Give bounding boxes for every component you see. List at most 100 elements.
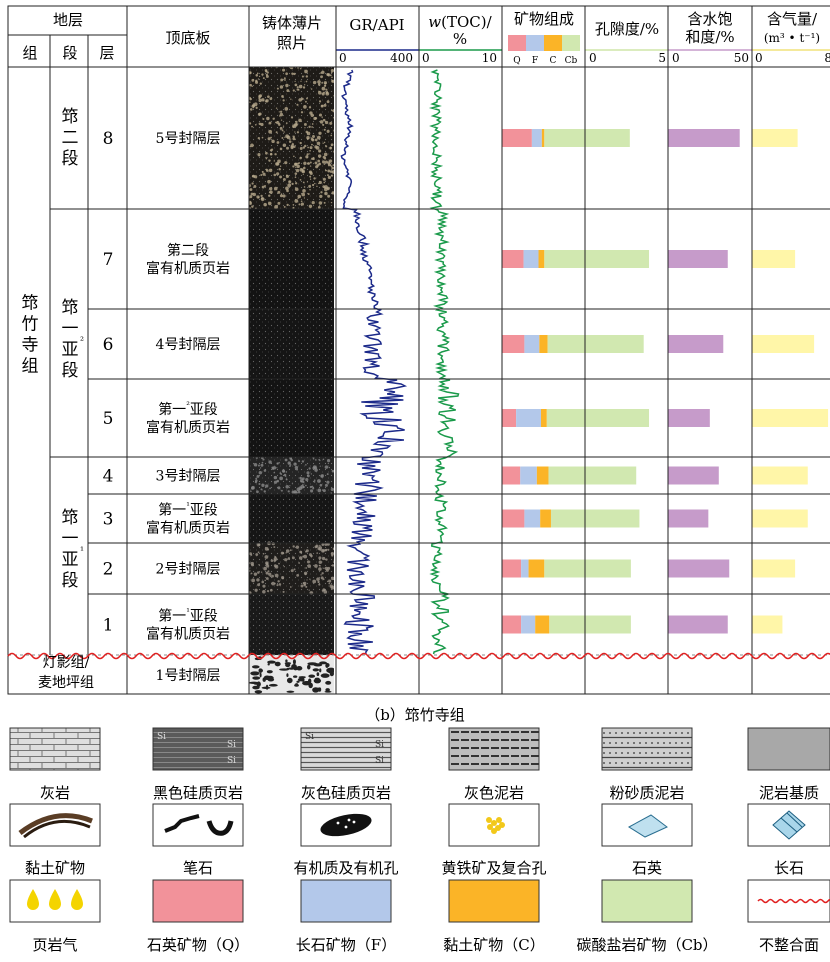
photo-grain bbox=[333, 578, 334, 581]
base-photo-grain bbox=[286, 690, 295, 693]
header-group: 组 bbox=[22, 44, 37, 62]
mineral-bar-segment bbox=[546, 409, 585, 427]
legend-label: 长石 bbox=[774, 859, 804, 877]
mineral-bar-segment bbox=[536, 466, 549, 485]
photo-grain bbox=[292, 204, 295, 206]
por-scale-max: 5 bbox=[658, 51, 666, 65]
photo-grain bbox=[255, 553, 259, 556]
mineral-bar-segment bbox=[541, 409, 547, 427]
photo-grain bbox=[251, 578, 256, 583]
base-photo-grain bbox=[308, 682, 313, 689]
photo-grain bbox=[278, 115, 281, 117]
layer-description: 3号封隔层 bbox=[156, 469, 221, 485]
photo-grain bbox=[321, 556, 326, 561]
photo-grain bbox=[290, 98, 292, 100]
photo-grain bbox=[251, 78, 255, 82]
photo-grain bbox=[286, 189, 289, 193]
layer-description: 5号封隔层 bbox=[156, 131, 221, 147]
photo-grain bbox=[333, 583, 334, 585]
mineral-bar-segment bbox=[520, 466, 537, 485]
photo-grain bbox=[260, 194, 263, 197]
mineral-bar-segment bbox=[540, 509, 551, 528]
photo-grain bbox=[274, 186, 278, 191]
photo-grain bbox=[306, 560, 311, 564]
photo-grain bbox=[321, 70, 325, 74]
photo-grain bbox=[327, 174, 329, 177]
photo-grain bbox=[297, 194, 302, 199]
base-photo-grain bbox=[265, 684, 269, 690]
base-photo-grain bbox=[267, 660, 276, 664]
photo-grain bbox=[276, 141, 280, 144]
legend-label: 有机质及有机孔 bbox=[293, 859, 398, 877]
mineral-bar-segment bbox=[523, 250, 539, 268]
photo-grain bbox=[308, 170, 313, 174]
photo-grain bbox=[280, 551, 284, 555]
photo-grain bbox=[331, 564, 334, 567]
base-photo-grain bbox=[286, 673, 289, 678]
photo-grain bbox=[303, 581, 307, 586]
photo-grain bbox=[270, 148, 274, 151]
photo-grain bbox=[274, 121, 277, 124]
photo-grain bbox=[331, 76, 333, 79]
photo-grain bbox=[282, 125, 285, 127]
photo-grain bbox=[253, 462, 258, 467]
photo-grain bbox=[258, 482, 261, 486]
photo-grain bbox=[324, 542, 328, 546]
photo-grain bbox=[330, 487, 334, 492]
photo-grain bbox=[294, 465, 299, 470]
photo-grain bbox=[255, 74, 259, 77]
base-photo-grain bbox=[250, 671, 260, 676]
mineral-key-swatch bbox=[526, 35, 544, 51]
photo-grain bbox=[266, 156, 268, 159]
photo-grain bbox=[309, 165, 312, 167]
photo-grain bbox=[305, 100, 307, 103]
photo-grain bbox=[277, 486, 281, 490]
legend-label: 笔石 bbox=[183, 859, 213, 877]
legend-label: 灰色硅质页岩 bbox=[301, 784, 391, 802]
photo-grain bbox=[291, 490, 295, 494]
photo-grain bbox=[263, 566, 267, 571]
photo-grain bbox=[304, 69, 308, 74]
porosity-bar bbox=[585, 509, 640, 528]
base-photo-grain bbox=[308, 674, 316, 678]
legend-swatch bbox=[601, 879, 693, 923]
photo-grain bbox=[249, 201, 252, 206]
mineral-key-label: F bbox=[532, 56, 538, 66]
photo-grain bbox=[276, 479, 280, 483]
photo-grain bbox=[285, 186, 289, 191]
photo-grain bbox=[302, 86, 306, 89]
photo-grain bbox=[292, 545, 295, 548]
photo-grain bbox=[324, 160, 328, 164]
legend-label: 不整合面 bbox=[759, 936, 819, 954]
photo-grain bbox=[296, 88, 299, 91]
photo-grain bbox=[278, 122, 280, 125]
photo-grain bbox=[323, 181, 326, 184]
layer-description: 第一¹亚段 bbox=[158, 502, 218, 519]
photo-grain bbox=[266, 116, 270, 121]
legend-label: 长石矿物（F） bbox=[296, 936, 396, 954]
photo-grain bbox=[256, 72, 259, 75]
photo-grain bbox=[297, 197, 299, 200]
mineral-bar-segment bbox=[544, 250, 585, 268]
photo-grain bbox=[294, 172, 298, 175]
photo-grain bbox=[314, 161, 318, 165]
photo-grain bbox=[262, 77, 265, 80]
header-layer: 层 bbox=[99, 44, 114, 62]
photo-grain bbox=[291, 182, 294, 186]
photo-grain bbox=[326, 580, 329, 583]
porosity-bar bbox=[585, 129, 630, 147]
mineral-bar-segment bbox=[502, 559, 522, 578]
base-photo-grain bbox=[292, 659, 296, 665]
photo-grain bbox=[262, 552, 265, 555]
photo-grain bbox=[279, 472, 282, 474]
photo-grain bbox=[302, 189, 306, 193]
photo-grain bbox=[300, 200, 303, 203]
photo-grain bbox=[260, 488, 263, 491]
photo-grain bbox=[303, 186, 306, 188]
graptolite-icon bbox=[164, 814, 200, 833]
gas-content-bar bbox=[752, 409, 829, 427]
mineral-key-swatch bbox=[562, 35, 580, 51]
photo-grain bbox=[293, 123, 298, 127]
photo-grain bbox=[332, 164, 334, 167]
photo-grain bbox=[279, 194, 283, 198]
